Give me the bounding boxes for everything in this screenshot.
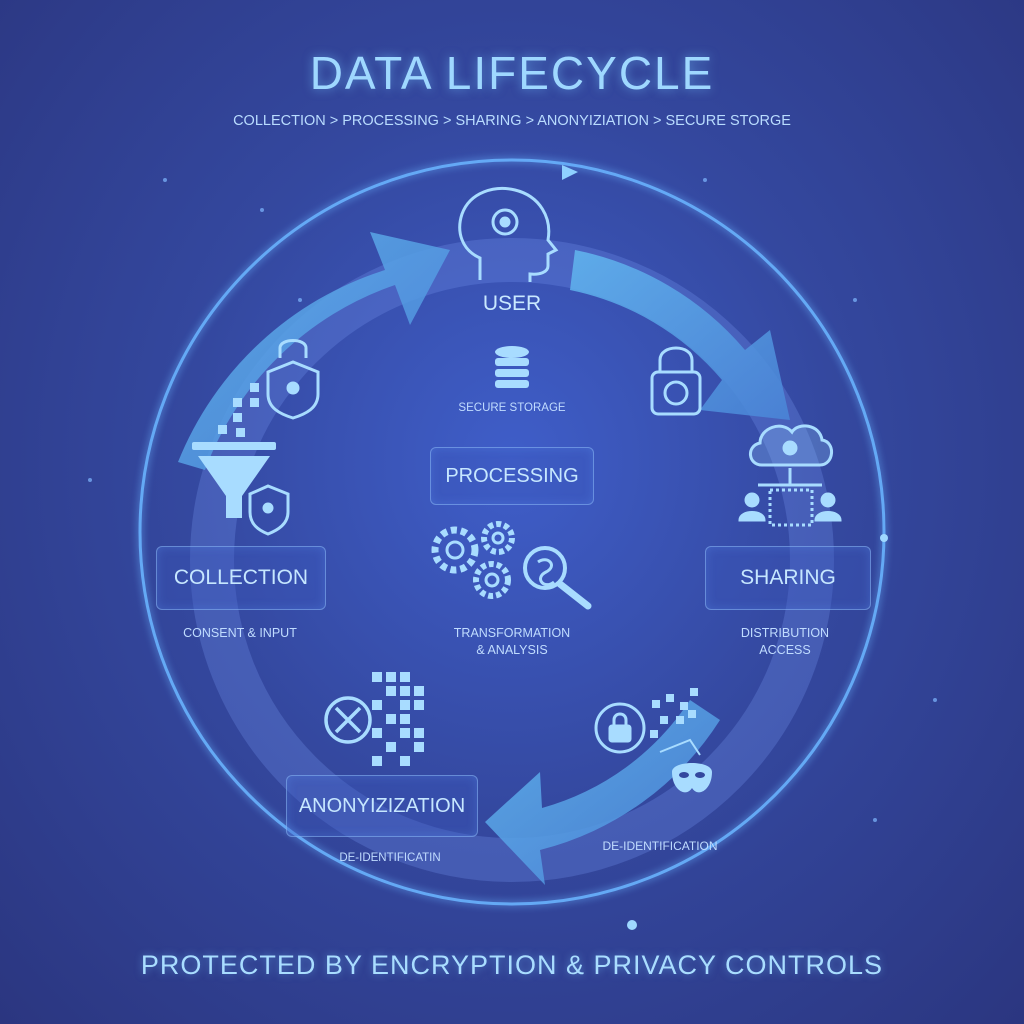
lock-shield-icon	[266, 339, 320, 420]
user-head-icon	[458, 186, 559, 282]
shield-lock-icon	[248, 484, 290, 536]
pixel-dissolve-icon	[650, 688, 698, 738]
anonymization-label: ANONYIZIZATION	[298, 794, 466, 817]
sharing-label: SHARING	[740, 566, 836, 589]
processing-caption: TRANSFORMATION & ANALYSIS	[422, 625, 602, 659]
sharing-box: SHARING	[705, 546, 871, 610]
sharing-caption: DISTRIBUTION ACCESS	[700, 625, 870, 659]
page-title: DATA LIFECYCLE	[309, 47, 715, 99]
ring-arrowhead	[562, 165, 578, 180]
user-label: USER	[482, 292, 542, 315]
x-circle-icon	[324, 696, 372, 744]
database-icon	[495, 346, 529, 388]
deidentification-caption: DE-IDENTIFICATION	[602, 839, 718, 853]
processing-caption-line-1: TRANSFORMATION	[453, 626, 571, 640]
processing-box: PROCESSING	[430, 447, 594, 505]
mask-icon	[659, 738, 712, 793]
sparkle-dots	[88, 178, 937, 822]
ring-node-right	[880, 534, 888, 542]
data-blocks-icon	[218, 383, 259, 437]
pixel-grid-icon	[372, 672, 424, 766]
outer-ring	[138, 158, 886, 906]
inner-band	[190, 238, 834, 882]
arrow-deid-to-anonymization	[485, 700, 720, 885]
processing-label: PROCESSING	[445, 464, 579, 487]
sharing-caption-line-2: ACCESS	[759, 643, 811, 657]
anonymization-caption: DE-IDENTIFICATIN	[339, 852, 441, 864]
processing-caption-line-2: & ANALYSIS	[476, 643, 548, 657]
collection-label: COLLECTION	[173, 566, 309, 589]
funnel-icon	[192, 442, 276, 518]
cloud-network-icon	[738, 424, 842, 527]
sharing-caption-line-1: DISTRIBUTION	[740, 626, 830, 640]
storage-label: SECURE STORAGE	[458, 402, 566, 414]
footer-text: PROTECTED BY ENCRYPTION & PRIVACY CONTRO…	[140, 950, 884, 980]
page-subtitle: COLLECTION > PROCESSING > SHARING > ANON…	[233, 113, 791, 129]
lock-circle-icon	[594, 702, 646, 754]
padlock-icon	[650, 346, 702, 416]
ring-node-bottom	[627, 920, 637, 930]
collection-box: COLLECTION	[156, 546, 326, 610]
anonymization-box: ANONYIZIZATION	[286, 775, 478, 837]
arrow-user-to-sharing	[570, 250, 790, 420]
collection-caption: CONSENT & INPUT	[183, 626, 297, 640]
gears-magnifier-icon	[431, 521, 592, 610]
